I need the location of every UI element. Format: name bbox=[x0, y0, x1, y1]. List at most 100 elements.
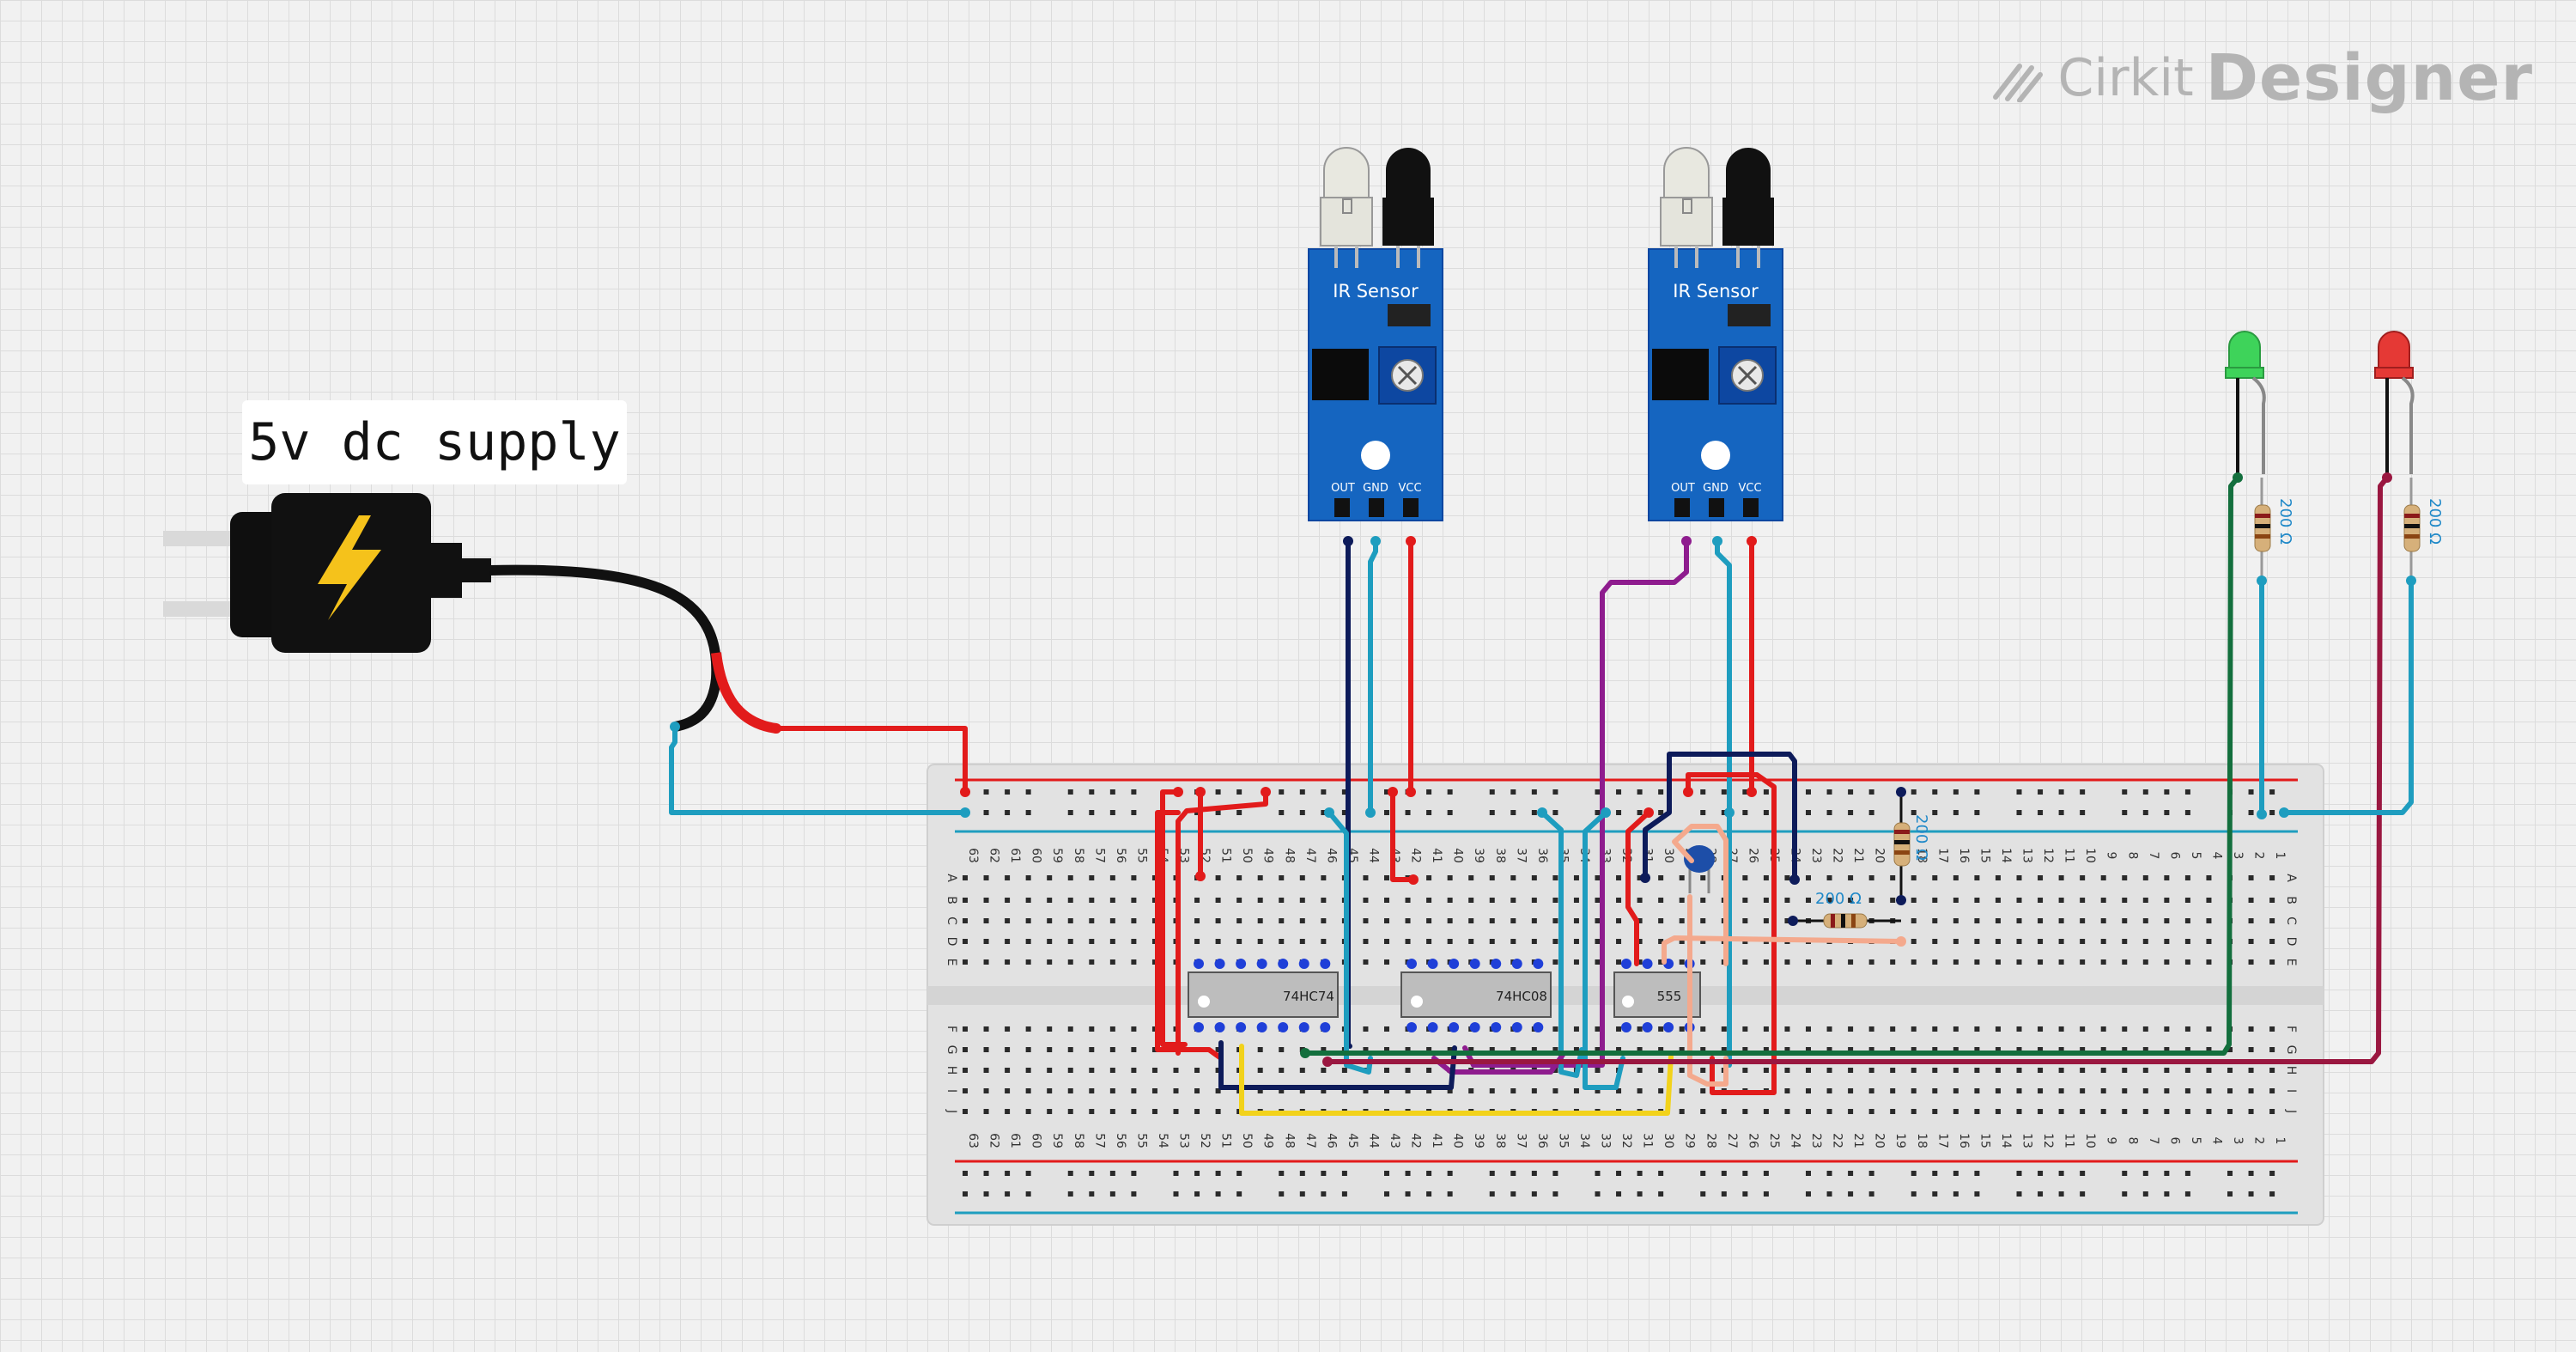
breadboard-hole[interactable] bbox=[1679, 959, 1685, 965]
breadboard-hole[interactable] bbox=[1109, 918, 1115, 923]
breadboard-hole[interactable] bbox=[963, 939, 968, 944]
rail-hole[interactable] bbox=[1616, 1171, 1622, 1176]
breadboard-hole[interactable] bbox=[2184, 1068, 2190, 1073]
rail-hole[interactable] bbox=[1953, 1171, 1959, 1176]
breadboard-hole[interactable] bbox=[1047, 1068, 1053, 1073]
ic-pin[interactable] bbox=[1214, 959, 1225, 969]
breadboard-hole[interactable] bbox=[1890, 1109, 1896, 1114]
rail-hole[interactable] bbox=[1953, 1191, 1959, 1197]
ic-pin[interactable] bbox=[1427, 1022, 1438, 1032]
breadboard-hole[interactable] bbox=[963, 1047, 968, 1052]
breadboard-hole[interactable] bbox=[1806, 1068, 1811, 1073]
breadboard-hole[interactable] bbox=[1405, 939, 1411, 944]
breadboard-hole[interactable] bbox=[1763, 1068, 1769, 1073]
breadboard-hole[interactable] bbox=[1953, 1088, 1959, 1093]
breadboard-hole[interactable] bbox=[1405, 1047, 1411, 1052]
rail-hole[interactable] bbox=[1868, 1191, 1874, 1197]
wire-supply-positive[interactable] bbox=[774, 726, 968, 795]
breadboard-hole[interactable] bbox=[1131, 1068, 1137, 1073]
breadboard-hole[interactable] bbox=[2016, 875, 2022, 880]
breadboard-hole[interactable] bbox=[1468, 1047, 1474, 1052]
rail-hole[interactable] bbox=[1932, 1171, 1938, 1176]
rail-hole[interactable] bbox=[1826, 810, 1832, 815]
breadboard-hole[interactable] bbox=[2080, 1109, 2086, 1114]
rail-hole[interactable] bbox=[1215, 1191, 1221, 1197]
breadboard-hole[interactable] bbox=[2100, 939, 2106, 944]
rail-hole[interactable] bbox=[1637, 810, 1643, 815]
breadboard-hole[interactable] bbox=[1215, 875, 1221, 880]
breadboard-hole[interactable] bbox=[1384, 898, 1389, 903]
rail-hole[interactable] bbox=[2248, 1191, 2254, 1197]
ic-pin[interactable] bbox=[1469, 959, 1480, 969]
rail-hole[interactable] bbox=[1531, 1171, 1537, 1176]
breadboard-hole[interactable] bbox=[2184, 875, 2190, 880]
breadboard-hole[interactable] bbox=[1721, 1026, 1727, 1032]
rail-hole[interactable] bbox=[1763, 1191, 1769, 1197]
breadboard-hole[interactable] bbox=[1151, 898, 1157, 903]
breadboard-hole[interactable] bbox=[2038, 1026, 2044, 1032]
breadboard-hole[interactable] bbox=[2184, 959, 2190, 965]
wire-endpoint[interactable] bbox=[1261, 787, 1271, 797]
breadboard-hole[interactable] bbox=[2206, 1047, 2212, 1052]
rail-hole[interactable] bbox=[1321, 789, 1327, 795]
breadboard-hole[interactable] bbox=[2142, 918, 2148, 923]
breadboard-hole[interactable] bbox=[1995, 1068, 2001, 1073]
breadboard-hole[interactable] bbox=[1151, 1047, 1157, 1052]
rail-hole[interactable] bbox=[2058, 810, 2064, 815]
rail-hole[interactable] bbox=[2038, 789, 2044, 795]
rail-hole[interactable] bbox=[1426, 1171, 1432, 1176]
rail-hole[interactable] bbox=[1742, 1191, 1748, 1197]
breadboard-hole[interactable] bbox=[2100, 1109, 2106, 1114]
ic-pin[interactable] bbox=[1256, 1022, 1267, 1032]
breadboard-hole[interactable] bbox=[1215, 918, 1221, 923]
breadboard-hole[interactable] bbox=[1700, 1026, 1706, 1032]
breadboard-hole[interactable] bbox=[2206, 1068, 2212, 1073]
breadboard-hole[interactable] bbox=[1173, 1068, 1179, 1073]
breadboard-hole[interactable] bbox=[1932, 918, 1938, 923]
breadboard-hole[interactable] bbox=[1279, 1047, 1285, 1052]
rail-hole[interactable] bbox=[2122, 810, 2128, 815]
breadboard-hole[interactable] bbox=[1848, 1109, 1854, 1114]
breadboard-hole[interactable] bbox=[1826, 1047, 1832, 1052]
breadboard-hole[interactable] bbox=[2142, 1109, 2148, 1114]
ic-pin[interactable] bbox=[1320, 959, 1331, 969]
rail-hole[interactable] bbox=[2184, 1171, 2190, 1176]
breadboard-hole[interactable] bbox=[1868, 1026, 1874, 1032]
rail-hole[interactable] bbox=[1806, 1171, 1811, 1176]
rail-hole[interactable] bbox=[1194, 1191, 1200, 1197]
ic-pin[interactable] bbox=[1533, 1022, 1544, 1032]
breadboard-hole[interactable] bbox=[1321, 1047, 1327, 1052]
rail-hole[interactable] bbox=[1658, 1171, 1664, 1176]
breadboard-hole[interactable] bbox=[1784, 1088, 1790, 1093]
breadboard-hole[interactable] bbox=[1047, 1026, 1053, 1032]
rail-hole[interactable] bbox=[1447, 1191, 1453, 1197]
rail-hole[interactable] bbox=[1447, 1171, 1453, 1176]
breadboard-hole[interactable] bbox=[1194, 939, 1200, 944]
breadboard-hole[interactable] bbox=[1363, 1047, 1369, 1052]
breadboard-hole[interactable] bbox=[1109, 898, 1115, 903]
wire-endpoint[interactable] bbox=[1195, 871, 1206, 881]
breadboard-hole[interactable] bbox=[1595, 939, 1601, 944]
breadboard-hole[interactable] bbox=[1025, 1088, 1031, 1093]
breadboard-hole[interactable] bbox=[1658, 1047, 1664, 1052]
rail-hole[interactable] bbox=[1868, 789, 1874, 795]
breadboard-hole[interactable] bbox=[2248, 875, 2254, 880]
breadboard-hole[interactable] bbox=[2038, 1047, 2044, 1052]
breadboard-hole[interactable] bbox=[1763, 898, 1769, 903]
ic-pin[interactable] bbox=[1642, 1022, 1653, 1032]
breadboard-hole[interactable] bbox=[2080, 898, 2086, 903]
rail-hole[interactable] bbox=[1173, 1171, 1179, 1176]
breadboard-hole[interactable] bbox=[1341, 1088, 1347, 1093]
breadboard-hole[interactable] bbox=[1573, 898, 1579, 903]
breadboard-hole[interactable] bbox=[1405, 1068, 1411, 1073]
breadboard-hole[interactable] bbox=[1531, 1047, 1537, 1052]
rail-hole[interactable] bbox=[983, 789, 989, 795]
breadboard-hole[interactable] bbox=[1510, 875, 1516, 880]
rail-hole[interactable] bbox=[963, 1171, 968, 1176]
wire-74hc08-vcc[interactable] bbox=[1390, 789, 1416, 882]
wire-endpoint[interactable] bbox=[1365, 807, 1376, 818]
breadboard-hole[interactable] bbox=[1089, 1026, 1095, 1032]
breadboard-hole[interactable] bbox=[2269, 959, 2275, 965]
rail-hole[interactable] bbox=[1405, 1191, 1411, 1197]
ic-555[interactable]: 555 bbox=[1613, 971, 1701, 1018]
